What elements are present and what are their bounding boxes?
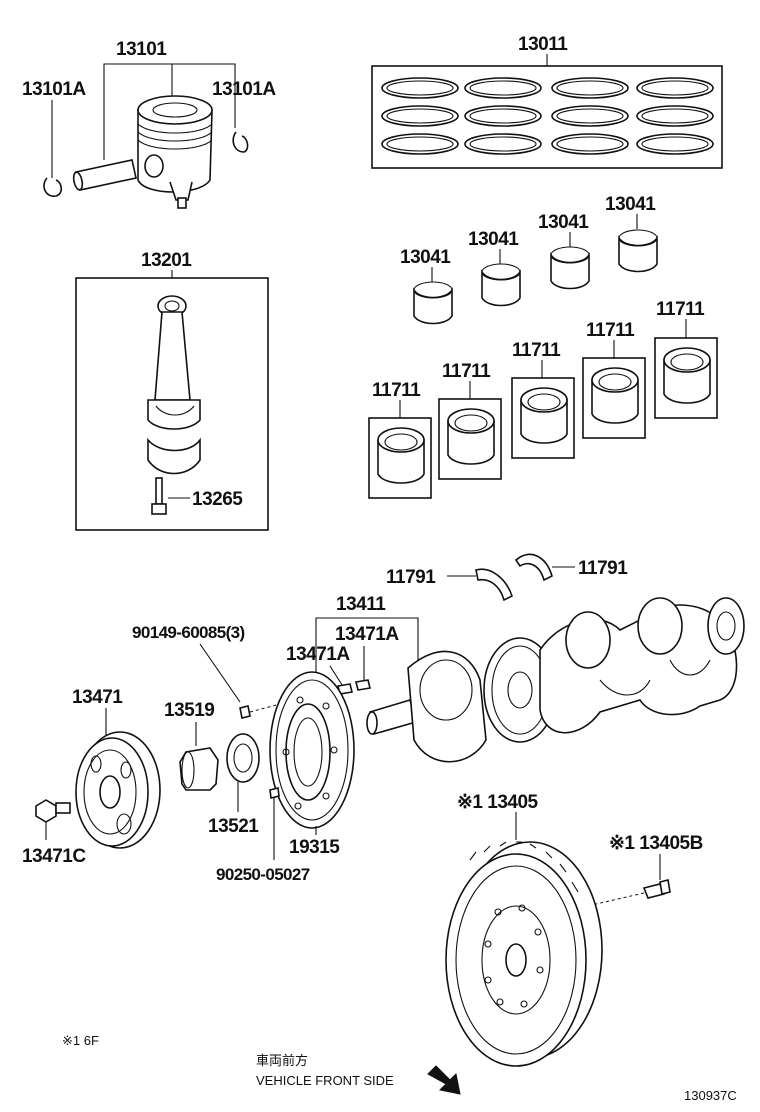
- label-13041-2: 13041: [468, 229, 519, 250]
- label-13011: 13011: [518, 34, 568, 55]
- timing-gear-19315: 19315: [269, 671, 355, 858]
- connecting-rod: [147, 295, 201, 430]
- con-rod-bearings: 13041 13041 13041 13041: [400, 194, 658, 325]
- label-13471A-right: 13471A: [335, 624, 399, 645]
- label-90149: 90149-60085(3): [132, 623, 245, 642]
- pulley-bolt-13471C: 13471C: [22, 799, 87, 867]
- bearing-13041-4: [618, 229, 658, 273]
- footnote: ※1 6F: [62, 1033, 99, 1048]
- label-13411: 13411: [336, 594, 386, 615]
- piston-pin: [72, 159, 137, 191]
- label-13405: ※1 13405: [457, 792, 539, 813]
- main-bearing-1: [368, 417, 432, 499]
- piston-ring-set: 13011: [371, 34, 723, 169]
- label-13201: 13201: [141, 250, 192, 271]
- thrust-washer-left: [475, 568, 513, 602]
- ring-stack-3: [551, 77, 629, 155]
- label-13101A-left: 13101A: [22, 79, 86, 100]
- ring-stack-2: [464, 77, 542, 155]
- label-11791-right: 11791: [578, 558, 628, 579]
- crank-pulley-13471: 13471: [72, 687, 161, 849]
- snap-ring-right: [232, 131, 249, 153]
- bearing-13041-1: [413, 281, 453, 325]
- ring-stack-1: [381, 77, 459, 155]
- main-bearings: 11711 11711 11711 11711 11711: [368, 299, 718, 499]
- con-rod-box: [75, 277, 269, 531]
- gear-13519: 13519: [164, 700, 219, 791]
- main-bearing-5: [654, 337, 718, 419]
- label-13041-4: 13041: [605, 194, 656, 215]
- label-13471: 13471: [72, 687, 123, 708]
- ring-stack-4: [636, 77, 714, 155]
- thrust-washer-right: [514, 553, 553, 582]
- label-90250: 90250-05027: [216, 865, 310, 884]
- label-13519: 13519: [164, 700, 214, 721]
- front-arrow-icon: [427, 1065, 461, 1095]
- label-13471A-left: 13471A: [286, 644, 350, 665]
- thrust-washers: 11791 11791: [386, 553, 629, 602]
- bearing-13041-2: [481, 263, 521, 307]
- label-11711-4: 11711: [586, 320, 635, 341]
- label-11791-left: 11791: [386, 567, 436, 588]
- label-13041-1: 13041: [400, 247, 451, 268]
- label-13101A-right: 13101A: [212, 79, 276, 100]
- label-11711-1: 11711: [372, 380, 421, 401]
- label-11711-3: 11711: [512, 340, 561, 361]
- piston-assembly: 13101 13101A 13101A: [22, 39, 277, 209]
- label-13041-3: 13041: [538, 212, 589, 233]
- main-bearing-4: [582, 357, 646, 439]
- spacer-13521: 13521: [208, 733, 260, 837]
- label-19315: 19315: [289, 837, 340, 858]
- crankshaft: 13411 13471A 13471A: [286, 594, 745, 763]
- con-rod-bolt: [151, 477, 167, 515]
- figure-id: 130937C: [684, 1088, 737, 1103]
- label-13471C: 13471C: [22, 846, 86, 867]
- piston: [137, 95, 213, 209]
- key-right: [355, 679, 371, 691]
- label-13265: 13265: [192, 489, 243, 510]
- main-bearing-3: [511, 377, 575, 459]
- front-side-en: VEHICLE FRONT SIDE: [256, 1073, 394, 1088]
- ring-set-box: [371, 65, 723, 169]
- main-bearing-2: [438, 398, 502, 480]
- bolt-90149: 90149-60085(3): [132, 623, 281, 719]
- bearing-13041-3: [550, 246, 590, 290]
- label-13101: 13101: [116, 39, 167, 60]
- label-13521: 13521: [208, 816, 259, 837]
- flywheel-13405: ※1 13405: [445, 792, 603, 1067]
- snap-ring-left: [43, 177, 63, 197]
- pin-90250: 90250-05027: [216, 787, 310, 884]
- label-11711-5: 11711: [656, 299, 705, 320]
- flywheel-bolt-13405B: ※1 13405B: [595, 833, 703, 905]
- front-side-jp: 車両前方: [256, 1053, 308, 1068]
- connecting-rod-assembly: 13201 13265: [75, 250, 269, 531]
- label-11711-2: 11711: [442, 361, 491, 382]
- label-13405B: ※1 13405B: [609, 833, 703, 854]
- connecting-rod-cap: [147, 437, 201, 475]
